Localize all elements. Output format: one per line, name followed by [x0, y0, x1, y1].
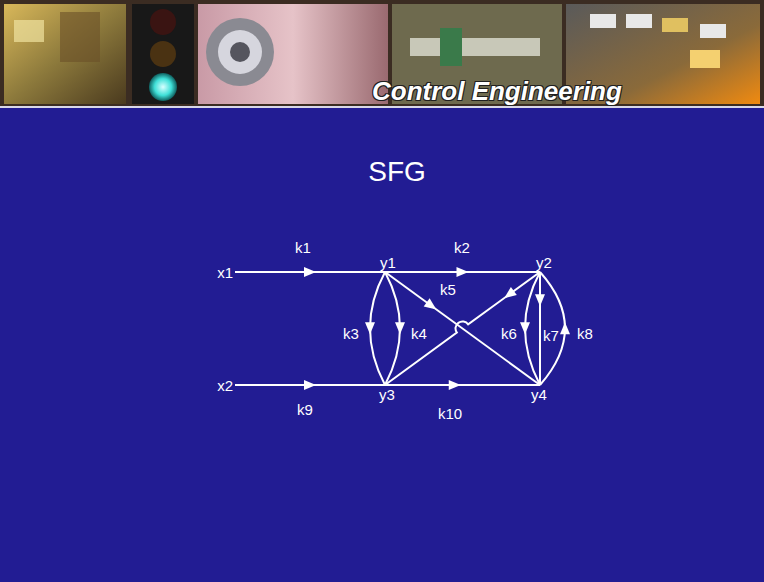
arrow-head	[395, 322, 405, 334]
flow-branch	[520, 272, 540, 385]
lens-symbol	[230, 42, 250, 62]
lamp	[150, 9, 176, 35]
photo-panel	[4, 4, 126, 104]
arrow-head	[535, 294, 545, 306]
flow-branch	[365, 272, 385, 385]
branch-gain: k4	[410, 326, 428, 342]
arrow-head	[424, 298, 437, 309]
node-label: x2	[217, 377, 233, 394]
circuit-key	[700, 24, 726, 38]
photo-detail	[60, 12, 100, 62]
branch-line	[385, 272, 540, 385]
banner-edge	[0, 106, 764, 108]
branch-line	[385, 272, 540, 385]
flow-branch	[540, 272, 570, 385]
banner-title: Control Engineering	[372, 76, 622, 107]
graph-node: y4	[529, 385, 549, 404]
flow-branch	[235, 380, 385, 390]
arrow-head	[304, 267, 316, 277]
machine-shaft	[410, 38, 540, 56]
lamp	[149, 73, 177, 101]
branch-gain: k8	[576, 326, 594, 342]
arrow-head	[449, 380, 461, 390]
graph-node: y1	[378, 253, 398, 272]
branch-gain: k1	[294, 240, 312, 256]
flow-branch	[385, 272, 540, 385]
arrow-head	[504, 287, 517, 298]
circuit-key	[662, 18, 688, 32]
node-label: y2	[536, 254, 552, 271]
flow-branch	[385, 272, 540, 385]
node-label: y3	[379, 386, 395, 403]
branch-gain: k2	[453, 240, 471, 256]
arrow-head	[457, 267, 469, 277]
arrow-head	[560, 322, 570, 334]
node-label: y1	[380, 254, 396, 271]
circuit-key	[590, 14, 616, 28]
branch-line	[539, 272, 541, 385]
graph-node: x2	[215, 376, 235, 395]
traffic-light	[132, 4, 194, 104]
graph-node: x1	[215, 263, 235, 282]
circuit-key	[626, 14, 652, 28]
flow-branch	[385, 380, 540, 390]
branch-gain: k6	[500, 326, 518, 342]
arrow-head	[365, 322, 375, 334]
branch-line	[540, 272, 565, 385]
banner-ground	[0, 0, 764, 108]
machine-part	[440, 28, 462, 66]
branch-line	[385, 384, 540, 386]
lens-symbol	[218, 30, 262, 74]
lamp	[150, 41, 176, 67]
graph-node: y3	[377, 385, 397, 404]
graph-node: y2	[534, 253, 554, 272]
node-label: y4	[531, 386, 547, 403]
flow-branch	[385, 267, 540, 277]
slide-title: SFG	[368, 156, 426, 188]
branch-gain: k3	[342, 326, 360, 342]
lens-symbol	[206, 18, 274, 86]
photo-panel	[198, 4, 388, 104]
flow-branch	[235, 267, 385, 277]
arrow-head	[304, 380, 316, 390]
photo-detail	[14, 20, 44, 42]
node-label: x1	[217, 264, 233, 281]
flow-branch	[385, 272, 405, 385]
branch-gain: k5	[439, 282, 457, 298]
circuit-key	[690, 50, 720, 68]
branch-gain: k10	[437, 406, 463, 422]
arrow-head	[520, 322, 530, 334]
branch-gain: k9	[296, 402, 314, 418]
branch-gain: k7	[542, 328, 560, 344]
